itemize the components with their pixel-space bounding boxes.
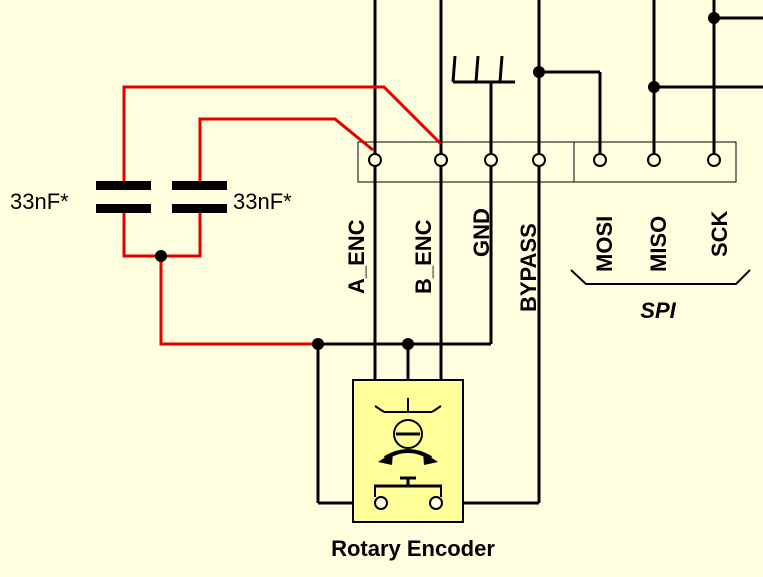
junction-dot (402, 338, 414, 350)
encoder-switch-pin-left (374, 496, 388, 510)
pin-label-miso: MISO (646, 216, 671, 272)
pin-mosi (593, 153, 607, 167)
spi-label: SPI (640, 298, 676, 323)
junction-dot (708, 12, 720, 24)
junction-dots (155, 12, 720, 350)
pin-label-sck: SCK (707, 210, 732, 257)
pin-bypass (532, 153, 546, 167)
capacitor-wiring (122, 85, 443, 346)
spi-bracket (570, 269, 751, 285)
pin-label-mosi: MOSI (592, 216, 617, 272)
arrow-head-right-icon (423, 452, 438, 465)
capacitor-plate (96, 181, 151, 190)
connector-pins (368, 153, 721, 167)
arrow-head-left-icon (378, 452, 393, 465)
pin-label-b-enc: B_ENC (411, 219, 436, 294)
capacitor-plate (172, 204, 227, 213)
pin-label-gnd: GND (469, 208, 494, 257)
junction-dot (533, 66, 545, 78)
pin-a-enc (368, 153, 382, 167)
capacitor-1 (96, 181, 151, 213)
encoder-knob-icon (393, 419, 423, 449)
pin-b-enc (434, 153, 448, 167)
pin-miso (647, 153, 661, 167)
capacitor-plate (96, 204, 151, 213)
rotary-encoder (352, 379, 464, 523)
capacitor-2-label: 33nF* (233, 189, 292, 214)
pin-sck (707, 153, 721, 167)
capacitor-plate (172, 181, 227, 190)
encoder-switch-pin-right (429, 496, 443, 510)
junction-dot (312, 338, 324, 350)
pin-label-bypass: BYPASS (516, 223, 541, 312)
pin-gnd (484, 153, 498, 167)
junction-dot (155, 250, 167, 262)
pin-label-a-enc: A_ENC (344, 219, 369, 294)
junction-dot (648, 81, 660, 93)
encoder-label: Rotary Encoder (331, 536, 495, 561)
capacitor-2 (172, 181, 227, 213)
capacitor-1-label: 33nF* (10, 189, 69, 214)
